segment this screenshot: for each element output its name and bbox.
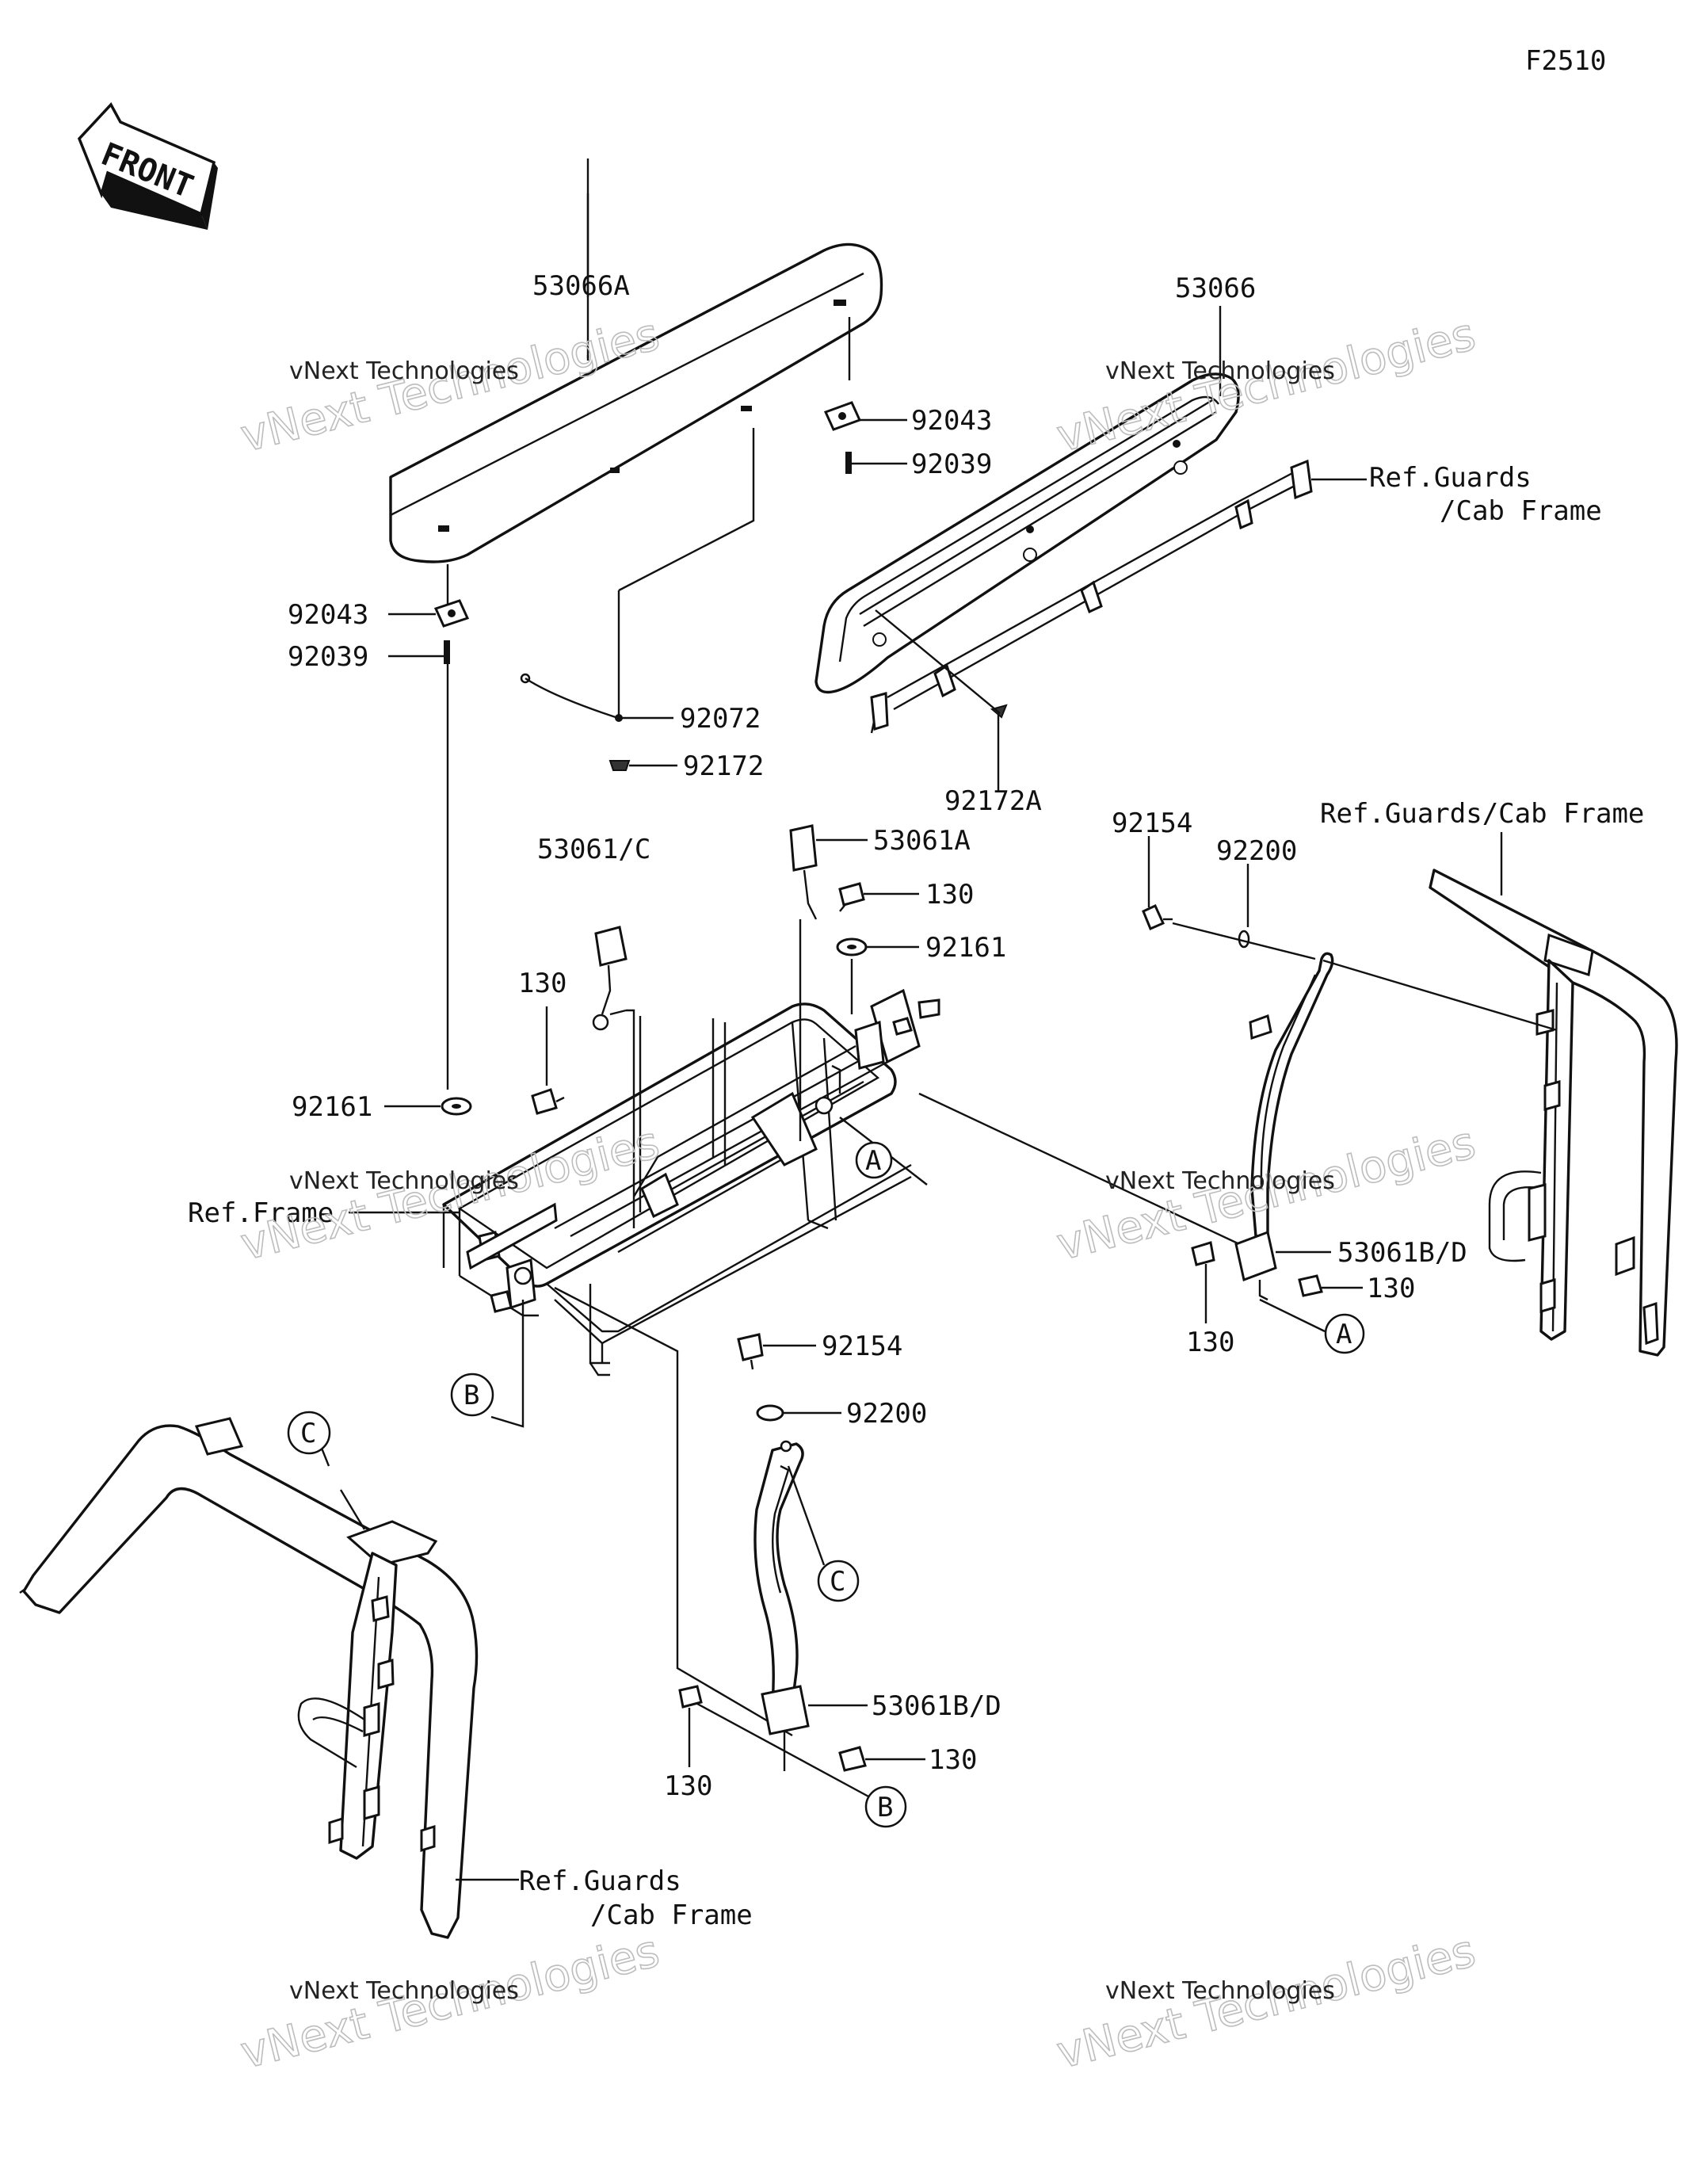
seat-frame xyxy=(442,988,940,1376)
cap-92043-top xyxy=(823,401,862,431)
label-130-a: 130 xyxy=(925,879,974,911)
label-ref-frame: Ref.Frame xyxy=(188,1197,334,1229)
label-92200-right: 92200 xyxy=(1216,835,1297,867)
label-130-f: 130 xyxy=(929,1744,977,1776)
label-ref-guards-bottom-2: /Cab Frame xyxy=(590,1900,753,1931)
callout-c-cab-label: C xyxy=(300,1418,316,1449)
watermark-bottom-right: vNext Technologies vNext Technologies xyxy=(1051,1925,1481,2080)
buckle-53061a xyxy=(789,824,818,920)
bolt-130-b xyxy=(531,1088,565,1115)
svg-text:vNext Technologies: vNext Technologies xyxy=(1052,309,1481,463)
washer-92161-a xyxy=(836,937,868,956)
bolt-130-c xyxy=(1298,1274,1323,1297)
label-53061c: 53061/C xyxy=(537,834,650,865)
bolt-130-e xyxy=(678,1685,703,1709)
label-92039-top: 92039 xyxy=(911,449,992,480)
label-130-b: 130 xyxy=(518,968,567,999)
seat-back-53066 xyxy=(814,372,1240,694)
label-92043-left: 92043 xyxy=(288,599,368,631)
label-92161-b: 92161 xyxy=(292,1091,372,1123)
callout-b-belt-label: B xyxy=(877,1792,893,1823)
watermark-top-right: vNext Technologies vNext Technologies xyxy=(1051,308,1481,464)
label-ref-guards-top-1: Ref.Guards xyxy=(1369,462,1532,494)
label-53061a: 53061A xyxy=(873,825,971,857)
clip-92039-left xyxy=(444,640,450,664)
spacer-92200-center xyxy=(756,1404,784,1422)
label-92161-a: 92161 xyxy=(925,932,1006,964)
front-arrow-icon: FRONT xyxy=(77,102,218,230)
callout-a-belt-label: A xyxy=(1336,1319,1352,1350)
callout-b-frame-label: B xyxy=(464,1380,479,1411)
label-92154-right: 92154 xyxy=(1112,808,1192,839)
callout-b-frame xyxy=(450,1373,494,1417)
label-92154-center: 92154 xyxy=(822,1331,902,1362)
label-53066a: 53066A xyxy=(532,270,630,302)
figure-code: F2510 xyxy=(1525,45,1606,77)
label-ref-guards-right: Ref.Guards/Cab Frame xyxy=(1320,798,1644,830)
bolt-130-d xyxy=(1191,1241,1215,1266)
belt-53061bd-right xyxy=(1234,952,1334,1301)
spacer-92200-right xyxy=(1238,930,1250,949)
label-92200-center: 92200 xyxy=(846,1398,927,1430)
svg-text:vNext Technologies: vNext Technologies xyxy=(289,357,519,385)
svg-text:vNext Technologies: vNext Technologies xyxy=(1105,1167,1335,1195)
washer-92161-b xyxy=(441,1097,472,1116)
label-92072: 92072 xyxy=(680,703,761,735)
svg-text:vNext Technologies: vNext Technologies xyxy=(289,1167,519,1195)
bolt-92154-right xyxy=(1142,904,1173,930)
callout-a-frame xyxy=(855,1141,893,1179)
watermark-bottom-left: vNext Technologies vNext Technologies xyxy=(235,1925,665,2080)
label-92172: 92172 xyxy=(683,750,764,782)
belt-53061bd-center xyxy=(753,1440,810,1771)
label-53066: 53066 xyxy=(1175,273,1256,304)
clip-92039-top xyxy=(845,452,852,474)
label-ref-guards-top-2: /Cab Frame xyxy=(1440,495,1602,527)
svg-text:vNext Technologies: vNext Technologies xyxy=(1105,1977,1335,2005)
bolt-130-f xyxy=(838,1746,867,1772)
label-ref-guards-bottom-1: Ref.Guards xyxy=(519,1865,681,1897)
callout-b-belt xyxy=(864,1785,907,1828)
label-53061bd-right: 53061B/D xyxy=(1337,1237,1467,1269)
bolt-92154-center xyxy=(737,1333,764,1370)
label-130-e: 130 xyxy=(664,1770,712,1802)
label-92039-left: 92039 xyxy=(288,641,368,673)
label-92172a: 92172A xyxy=(944,785,1042,817)
svg-text:vNext Technologies: vNext Technologies xyxy=(289,1977,519,2005)
callout-a-belt xyxy=(1324,1313,1365,1354)
label-53061bd-center: 53061B/D xyxy=(872,1690,1001,1722)
label-130-c: 130 xyxy=(1367,1273,1415,1304)
cab-frame-left xyxy=(19,1417,479,1939)
cap-92043-left xyxy=(433,599,470,628)
cab-frame-right xyxy=(1429,869,1678,1357)
buckle-53061c xyxy=(592,926,628,1031)
callout-c-belt xyxy=(817,1560,860,1602)
bolt-130-a xyxy=(838,882,865,912)
seat-back-53066a xyxy=(389,242,883,563)
label-130-d: 130 xyxy=(1186,1327,1234,1358)
callout-a-frame-label: A xyxy=(865,1145,881,1177)
svg-text:vNext Technologies: vNext Technologies xyxy=(1105,357,1335,385)
callout-c-belt-label: C xyxy=(830,1566,845,1598)
label-92043-top: 92043 xyxy=(911,405,992,437)
callout-c-cab xyxy=(287,1411,331,1455)
seat-back-rail xyxy=(870,459,1313,734)
